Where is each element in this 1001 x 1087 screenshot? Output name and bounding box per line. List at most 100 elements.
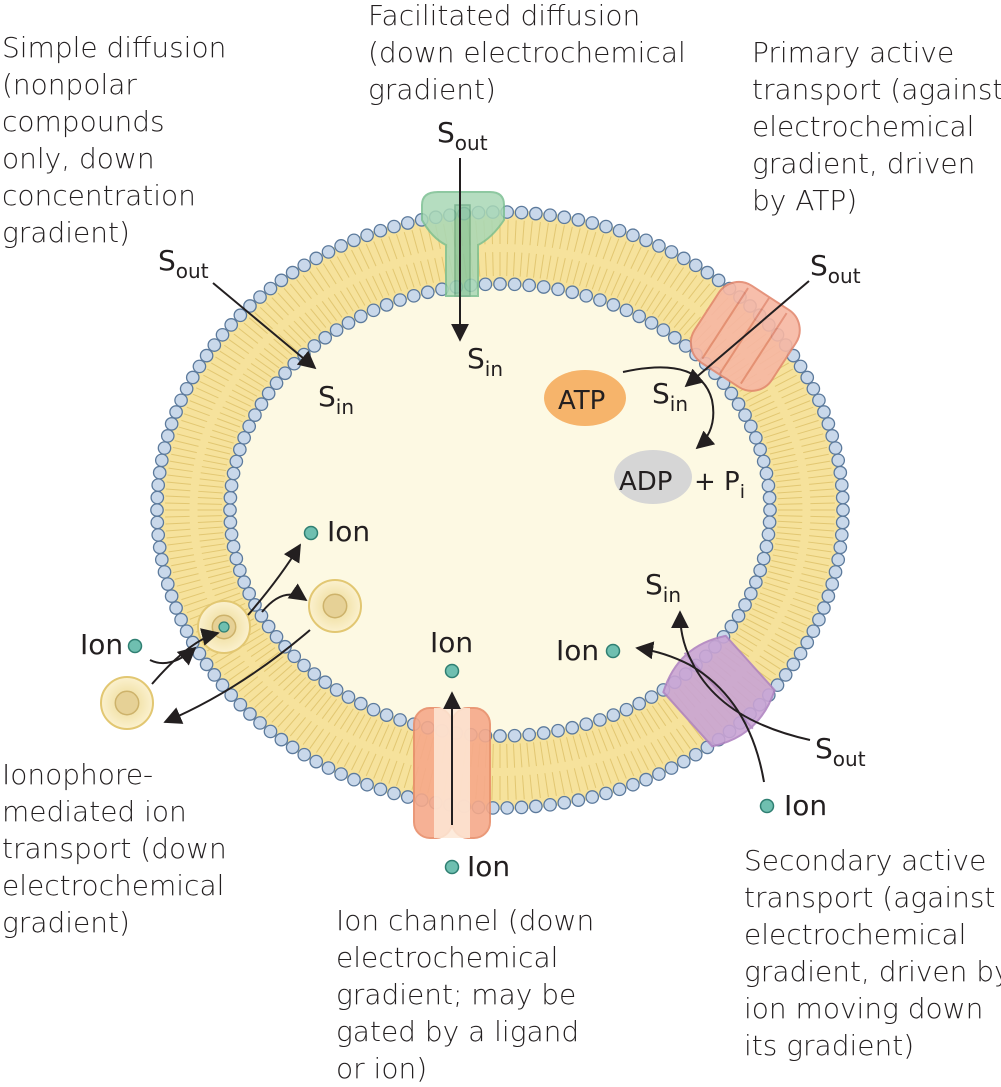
- lipid-tail: [595, 234, 604, 258]
- lipid-tail: [803, 566, 828, 574]
- cell-membrane: [155, 210, 845, 810]
- lipid-tail: [339, 708, 354, 730]
- lipid-tail: [333, 293, 349, 315]
- lipid-tail: [784, 393, 808, 405]
- ion-dot-channel-in: [444, 663, 460, 679]
- lipid-head: [237, 430, 251, 445]
- lipid-tail: [358, 246, 370, 269]
- secondary-active-line: Secondary active: [744, 844, 987, 877]
- lipid-tail: [198, 484, 224, 488]
- lipid-tail: [792, 413, 817, 423]
- ionophore-line: transport (down: [2, 832, 227, 865]
- lipid-head: [169, 405, 183, 419]
- lipid-tail: [201, 466, 227, 472]
- lipid-tail: [579, 262, 587, 286]
- lipid-head: [160, 429, 175, 443]
- lipid-tail: [289, 717, 306, 737]
- lipid-tail: [224, 660, 245, 676]
- symbol-subscript: out: [455, 131, 488, 155]
- lipid-head: [619, 303, 634, 318]
- lipid-tail: [622, 719, 635, 742]
- lipid-tail: [322, 735, 337, 757]
- lipid-head: [373, 782, 388, 797]
- lipid-tail: [810, 522, 835, 525]
- pi-main: + P: [694, 467, 740, 497]
- ionophore-return-arrow: [261, 583, 308, 613]
- lipid-head: [667, 330, 682, 345]
- lipid-tail: [769, 565, 794, 573]
- lipid-tail: [263, 656, 284, 672]
- lipid-tail: [598, 268, 608, 292]
- ionophore-enter-arrow: [151, 628, 220, 685]
- lipid-tail: [801, 440, 826, 447]
- ionophore-membrane: [197, 600, 251, 654]
- lipid-tail: [804, 453, 829, 460]
- lipid-tail: [346, 711, 360, 733]
- ion-label-secondary-out: Ion: [784, 789, 827, 822]
- lipid-tail: [787, 400, 811, 411]
- lipid-tail: [204, 453, 229, 460]
- lipid-head: [817, 405, 831, 419]
- lipid-tail: [762, 423, 786, 433]
- symbol-subscript: out: [828, 264, 861, 288]
- lipid-head: [761, 478, 776, 493]
- symbol-main: S: [318, 380, 336, 413]
- lipid-tail: [165, 502, 190, 505]
- lipid-tail: [214, 587, 238, 597]
- lipid-head: [536, 280, 551, 294]
- lipid-tail: [200, 472, 225, 477]
- lipid-head: [253, 290, 267, 304]
- lipid-tail: [239, 378, 261, 392]
- lipid-head: [793, 646, 808, 661]
- lipid-head: [297, 658, 311, 673]
- lipid-head: [278, 366, 292, 381]
- lipid-tail: [327, 702, 343, 723]
- lipid-tail: [352, 284, 366, 306]
- symbol-main: S: [158, 244, 176, 277]
- lipid-head: [793, 359, 808, 374]
- lipid-tail: [406, 264, 415, 288]
- lipid-tail: [259, 352, 280, 369]
- lipid-head: [762, 515, 777, 530]
- lipid-head: [557, 210, 572, 225]
- lipid-head: [612, 782, 627, 797]
- lipid-tail: [378, 724, 390, 747]
- symbol-main: S: [645, 568, 663, 601]
- lipid-head: [833, 465, 848, 480]
- green-protein-pore: [454, 204, 471, 297]
- lipid-head: [179, 624, 194, 639]
- lipid-head: [243, 299, 257, 313]
- lipid-tail: [536, 222, 541, 247]
- lipid-head: [224, 478, 239, 493]
- lipid-tail: [259, 307, 279, 325]
- lipid-head: [644, 316, 659, 330]
- lipid-tail: [198, 526, 223, 530]
- lipid-tail: [172, 446, 197, 454]
- lipid-head: [297, 747, 312, 762]
- ionophore-outside: [100, 676, 154, 730]
- lipid-head: [821, 417, 836, 431]
- lipid-tail: [167, 541, 192, 546]
- lipid-head: [334, 239, 348, 253]
- lipid-tail: [265, 699, 284, 718]
- lipid-tail: [810, 502, 835, 505]
- lipid-tail: [336, 256, 350, 278]
- s-out-simple: Sout: [158, 244, 209, 283]
- ion-label-outside: Ion: [80, 628, 123, 661]
- lipid-head: [619, 702, 634, 717]
- lipid-head: [400, 790, 415, 804]
- lipid-tail: [775, 543, 800, 548]
- lipid-head: [309, 754, 324, 769]
- lipid-tail: [358, 716, 372, 739]
- primary-active-line: Primary active: [752, 36, 955, 69]
- lipid-tail: [748, 395, 772, 407]
- lipid-head: [806, 381, 821, 396]
- secondary-active-line: transport (against: [744, 881, 996, 914]
- lipid-tail: [268, 660, 288, 677]
- lipid-tail: [656, 739, 671, 761]
- lipid-head: [828, 441, 843, 455]
- lipid-tail: [192, 393, 216, 405]
- lipid-tail: [203, 374, 226, 387]
- lipid-head: [242, 586, 257, 601]
